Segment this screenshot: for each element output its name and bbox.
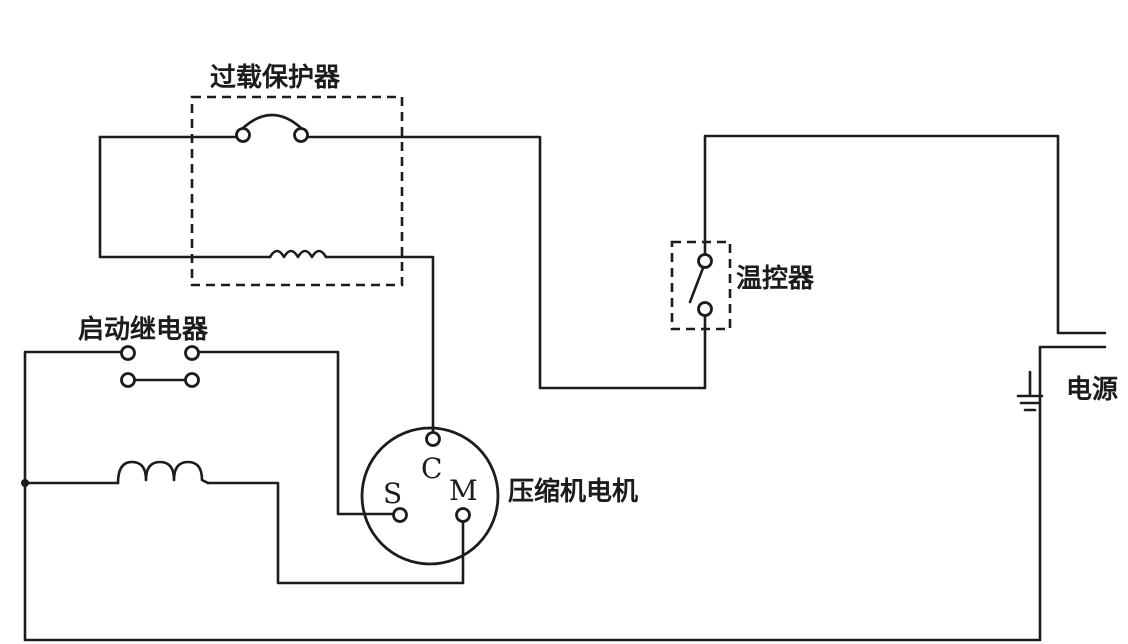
thermostat-enclosure	[670, 240, 732, 331]
terminal-start-label: S	[383, 477, 402, 510]
start-relay-right-wire	[197, 350, 395, 516]
start-relay-label: 启动继电器	[78, 314, 209, 345]
thermostat-contact-top	[697, 253, 713, 269]
start-relay-contact-top-right	[184, 345, 200, 361]
thermostat-label: 温控器	[736, 264, 815, 294]
overload-top-right-wire	[306, 135, 707, 390]
overload-contact-arc	[241, 113, 303, 130]
overload-loop-wire	[98, 135, 272, 259]
overload-protector-label: 过载保护器	[210, 63, 341, 93]
thermostat-switch-blade	[688, 266, 705, 304]
overload-heater-coil	[268, 249, 328, 259]
start-relay-coil	[116, 460, 210, 485]
terminal-common	[425, 431, 441, 447]
terminal-main-label: M	[449, 474, 478, 507]
overload-protector-enclosure	[190, 95, 404, 287]
thermostat-contact-bottom	[697, 301, 713, 317]
coil-to-main-wire	[206, 481, 465, 585]
ground-symbol	[1016, 370, 1044, 412]
power-source-label: 电源	[1066, 375, 1118, 405]
compressor-motor-housing	[360, 426, 500, 566]
terminal-main	[455, 507, 471, 523]
thermostat-top-wire	[703, 134, 1107, 335]
terminal-start	[392, 507, 408, 523]
start-relay-contact-bottom-left	[120, 372, 136, 388]
compressor-motor-label: 压缩机电机	[508, 476, 638, 507]
terminal-common-label: C	[421, 452, 442, 485]
start-relay-contact-top-left	[120, 345, 136, 361]
power-source-lower-wire	[23, 345, 1107, 642]
overload-contact-right	[293, 127, 309, 143]
start-relay-contact-bottom-right	[184, 372, 200, 388]
overload-contact-left	[235, 127, 251, 143]
start-relay-left-wire	[23, 350, 123, 485]
heater-to-common-wire	[324, 255, 435, 434]
